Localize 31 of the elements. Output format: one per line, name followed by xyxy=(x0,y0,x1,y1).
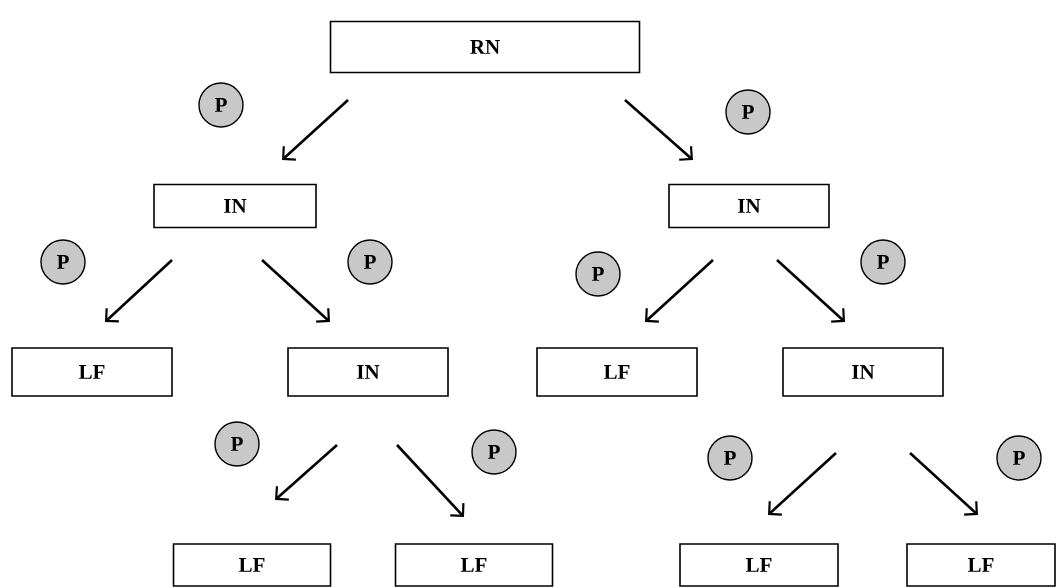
arrow xyxy=(909,452,978,516)
box: LF xyxy=(394,543,554,587)
box: LF xyxy=(906,543,1056,587)
edge-label: P xyxy=(471,429,517,475)
box: RN xyxy=(329,20,641,74)
edge-label: P xyxy=(996,435,1042,481)
box: LF xyxy=(679,543,839,587)
arrow xyxy=(275,444,338,501)
arrow xyxy=(645,259,714,323)
arrow xyxy=(776,259,845,323)
edge-label: P xyxy=(347,239,393,285)
arrow xyxy=(282,99,349,161)
arrow xyxy=(105,259,173,323)
arrow xyxy=(261,259,330,323)
edge-label: P xyxy=(214,421,260,467)
edge-label: P xyxy=(40,239,86,285)
edge-label: P xyxy=(707,435,753,481)
box: LF xyxy=(172,543,332,587)
box: LF xyxy=(536,347,698,397)
arrow xyxy=(768,452,837,516)
edge-label: P xyxy=(725,89,771,135)
arrow xyxy=(396,444,465,517)
box: IN xyxy=(782,347,944,397)
edge-label: P xyxy=(198,82,244,128)
arrow xyxy=(624,99,693,161)
edge-label: P xyxy=(860,239,906,285)
box: IN xyxy=(153,183,317,229)
box: IN xyxy=(668,183,830,229)
edge-label: P xyxy=(575,251,621,297)
box: LF xyxy=(11,347,173,397)
box: IN xyxy=(287,347,449,397)
